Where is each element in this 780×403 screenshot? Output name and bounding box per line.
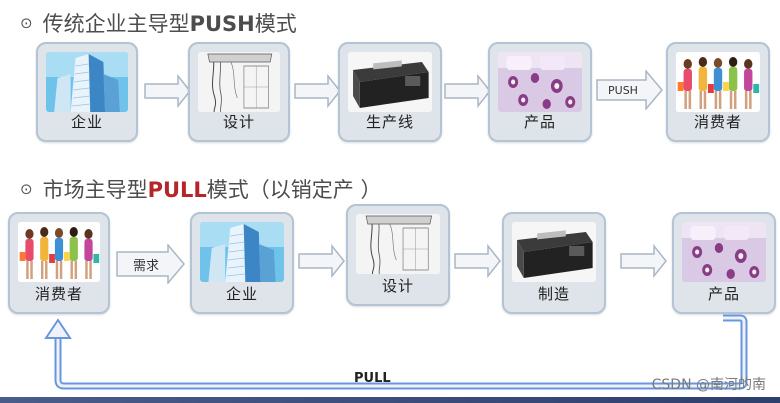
step-label: 设计 [381, 277, 414, 295]
step-label: 生产线 [365, 113, 414, 131]
step-label: 企业 [225, 285, 258, 303]
push-arrow: PUSH [596, 70, 664, 110]
bullet-icon: ⊙ [20, 180, 33, 198]
pull-title-prefix: 市场主导型 [42, 178, 148, 202]
pull-title: ⊙ 市场主导型PULL模式（以销定产 ） [20, 174, 381, 204]
pull-step-enterprise: 企业 [190, 212, 294, 314]
building-image [200, 222, 284, 282]
design-sketch-image [198, 52, 280, 112]
push-title: ⊙ 传统企业主导型PUSH模式 [20, 8, 297, 38]
push-arrow-label: PUSH [608, 83, 638, 97]
pull-loop-label: PULL [354, 371, 391, 386]
design-sketch-image [356, 214, 440, 274]
push-title-suffix: 模式 [254, 12, 297, 36]
step-label: 消费者 [693, 113, 742, 131]
shoppers-image [676, 52, 760, 112]
pull-step-product: 产品 [672, 212, 776, 314]
push-step-consumer: 消费者 [666, 42, 770, 142]
step-label: 产品 [523, 113, 556, 131]
step-label: 产品 [707, 285, 740, 303]
pull-step-consumer: 消费者 [8, 212, 110, 314]
step-label: 制造 [537, 285, 570, 303]
push-step-enterprise: 企业 [36, 42, 138, 142]
building-image [46, 52, 128, 112]
bedding-image [682, 222, 766, 282]
pull-step-design: 设计 [346, 204, 450, 306]
shoppers-image [18, 222, 100, 282]
push-step-production-line: 生产线 [338, 42, 442, 142]
printer-image [348, 52, 432, 112]
step-label: 消费者 [34, 285, 83, 303]
bullet-icon: ⊙ [20, 14, 33, 32]
pull-title-highlight: PULL [147, 178, 207, 202]
step-label: 企业 [70, 113, 103, 131]
push-step-design: 设计 [188, 42, 290, 142]
push-title-highlight: PUSH [189, 12, 255, 36]
printer-image [512, 222, 596, 282]
step-label: 设计 [222, 113, 255, 131]
push-step-product: 产品 [488, 42, 592, 142]
watermark: CSDN @南河的南 [651, 377, 766, 393]
pull-step-manufacturing: 制造 [502, 212, 606, 314]
pull-title-suffix: 模式（以销定产 ） [206, 178, 382, 202]
bottom-bar [0, 397, 780, 403]
demand-arrow-label: 需求 [132, 258, 159, 274]
demand-arrow: 需求 [116, 244, 186, 284]
bedding-image [498, 52, 582, 112]
push-title-prefix: 传统企业主导型 [42, 12, 190, 36]
